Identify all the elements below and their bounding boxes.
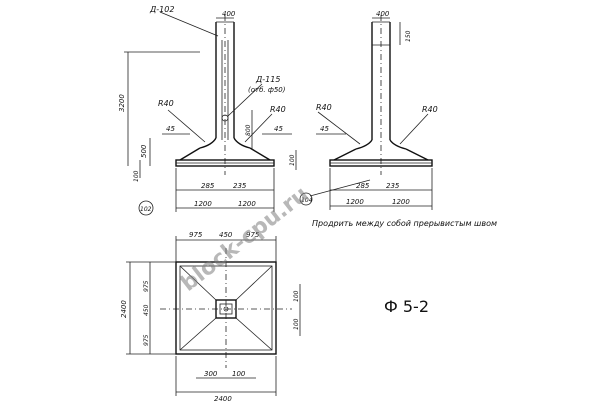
plan-diag-bl: [179, 317, 217, 351]
label-r-right: R40: [270, 105, 286, 114]
front-view: 400 Д-102 Д-115 (отб. ф50) R40 R40 45 45…: [118, 5, 297, 216]
side-label-150: 150: [405, 30, 412, 42]
dim-top-400: 400: [222, 10, 236, 18]
side-slope-right: [405, 148, 429, 161]
side-leader-r-right: [399, 113, 429, 145]
leader-pipe: [159, 11, 219, 37]
label-3200: 3200: [118, 94, 126, 112]
side-label-1200-right: 1200: [392, 198, 410, 206]
leader-r-left: [167, 109, 206, 143]
side-label-285: 285: [356, 182, 370, 190]
fillet-left: [199, 137, 217, 149]
side-label-235: 235: [386, 182, 400, 190]
mark-104: 104: [301, 197, 313, 204]
plan-label-975-left-top: 975: [143, 280, 150, 292]
side-label-45: 45: [320, 125, 329, 133]
slope-left: [179, 147, 201, 161]
plan-label-450-left: 450: [143, 304, 150, 316]
leader-r-right: [244, 113, 273, 143]
mark-102: 102: [140, 206, 152, 213]
side-view: 400 150 R40 R40 45 285 235 1200 1200 104…: [299, 10, 497, 228]
label-800: 800: [245, 124, 252, 136]
label-45-right: 45: [274, 125, 283, 133]
side-label-1200-left: 1200: [346, 198, 364, 206]
label-45-left: 45: [166, 125, 175, 133]
side-fillet-left: [355, 139, 373, 150]
label-pipe-diam: Д-102: [149, 5, 174, 14]
side-leader-r-left: [317, 111, 361, 145]
label-500: 500: [140, 144, 148, 158]
label-100: 100: [133, 170, 140, 182]
plan-diag-tr: [235, 265, 273, 301]
plan-view: 975 450 975 2400 975 450 975 100 100 300…: [120, 231, 301, 403]
plan-label-100-right: 100: [293, 290, 300, 302]
label-right-100: 100: [289, 154, 296, 166]
sheet-label: Ф 5-2: [384, 297, 429, 316]
label-235: 235: [233, 182, 247, 190]
plan-label-975-top-right: 975: [246, 231, 260, 239]
leader-rod: [227, 83, 263, 117]
side-dim-top-400: 400: [376, 10, 390, 18]
plan-label-975-top-left: 975: [189, 231, 203, 239]
label-285: 285: [201, 182, 215, 190]
plan-diag-tl: [179, 265, 217, 301]
bolt-hole: [221, 114, 229, 122]
slope-right: [249, 147, 271, 161]
label-rod-note: (отб. ф50): [248, 86, 286, 94]
plan-label-975-left-bottom: 975: [143, 334, 150, 346]
plan-label-100-right-b: 100: [293, 318, 300, 330]
label-rod-diam: Д-115: [255, 75, 280, 84]
label-1200-right: 1200: [238, 200, 256, 208]
weld-note: Продрить между собой прерывистым швом: [312, 219, 497, 228]
side-label-r-right: R40: [422, 105, 438, 114]
label-1200-left: 1200: [194, 200, 212, 208]
plan-label-100-bottom: 100: [232, 370, 246, 378]
plan-label-300: 300: [204, 370, 218, 378]
plan-label-2400-bottom: 2400: [214, 395, 232, 403]
side-label-r-left: R40: [316, 103, 332, 112]
side-slope-left: [333, 148, 357, 161]
side-fillet-right: [389, 139, 407, 150]
label-r-left: R40: [158, 99, 174, 108]
plan-label-450-top: 450: [219, 231, 233, 239]
plan-label-2400-left: 2400: [120, 300, 128, 318]
mark-circle-104: [299, 192, 313, 206]
plan-diag-br: [235, 317, 273, 351]
fillet-right: [233, 137, 251, 149]
weld-leader: [309, 179, 371, 197]
mark-circle-102: [138, 200, 154, 216]
